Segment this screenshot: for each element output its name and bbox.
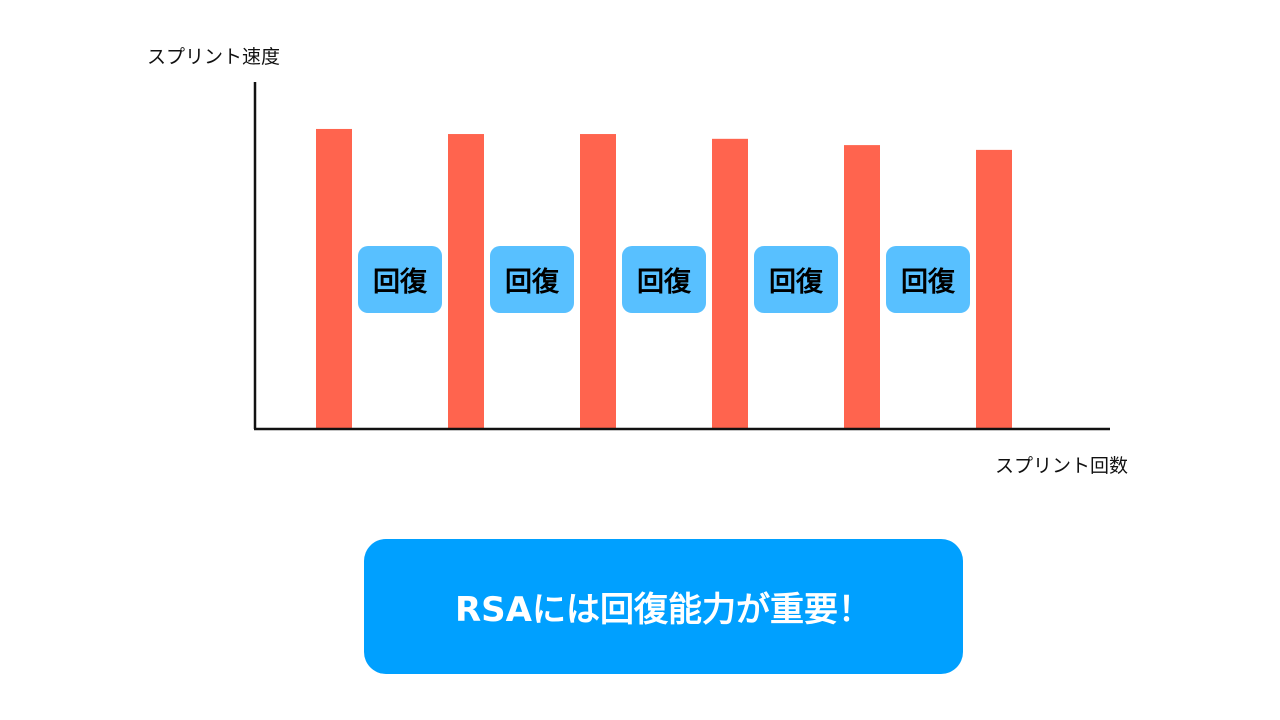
bar-sprint-6: [976, 149, 1012, 428]
recovery-box: 回復: [358, 246, 442, 313]
conclusion-banner: RSAには回復能力が重要！: [364, 539, 963, 674]
bar-sprint-2: [448, 134, 484, 428]
x-axis-label: スプリント回数: [995, 455, 1129, 477]
bar-sprint-5: [844, 145, 880, 428]
banner-text: RSAには回復能力が重要！: [455, 590, 872, 630]
recovery-box: 回復: [490, 246, 574, 313]
bar-sprint-4: [712, 138, 748, 428]
bar-sprint-3: [580, 134, 616, 428]
recovery-box: 回復: [886, 246, 970, 313]
y-axis-label: スプリント速度: [147, 46, 281, 68]
bar-sprint-1: [316, 128, 352, 428]
recovery-box: 回復: [754, 246, 838, 313]
recovery-box: 回復: [622, 246, 706, 313]
